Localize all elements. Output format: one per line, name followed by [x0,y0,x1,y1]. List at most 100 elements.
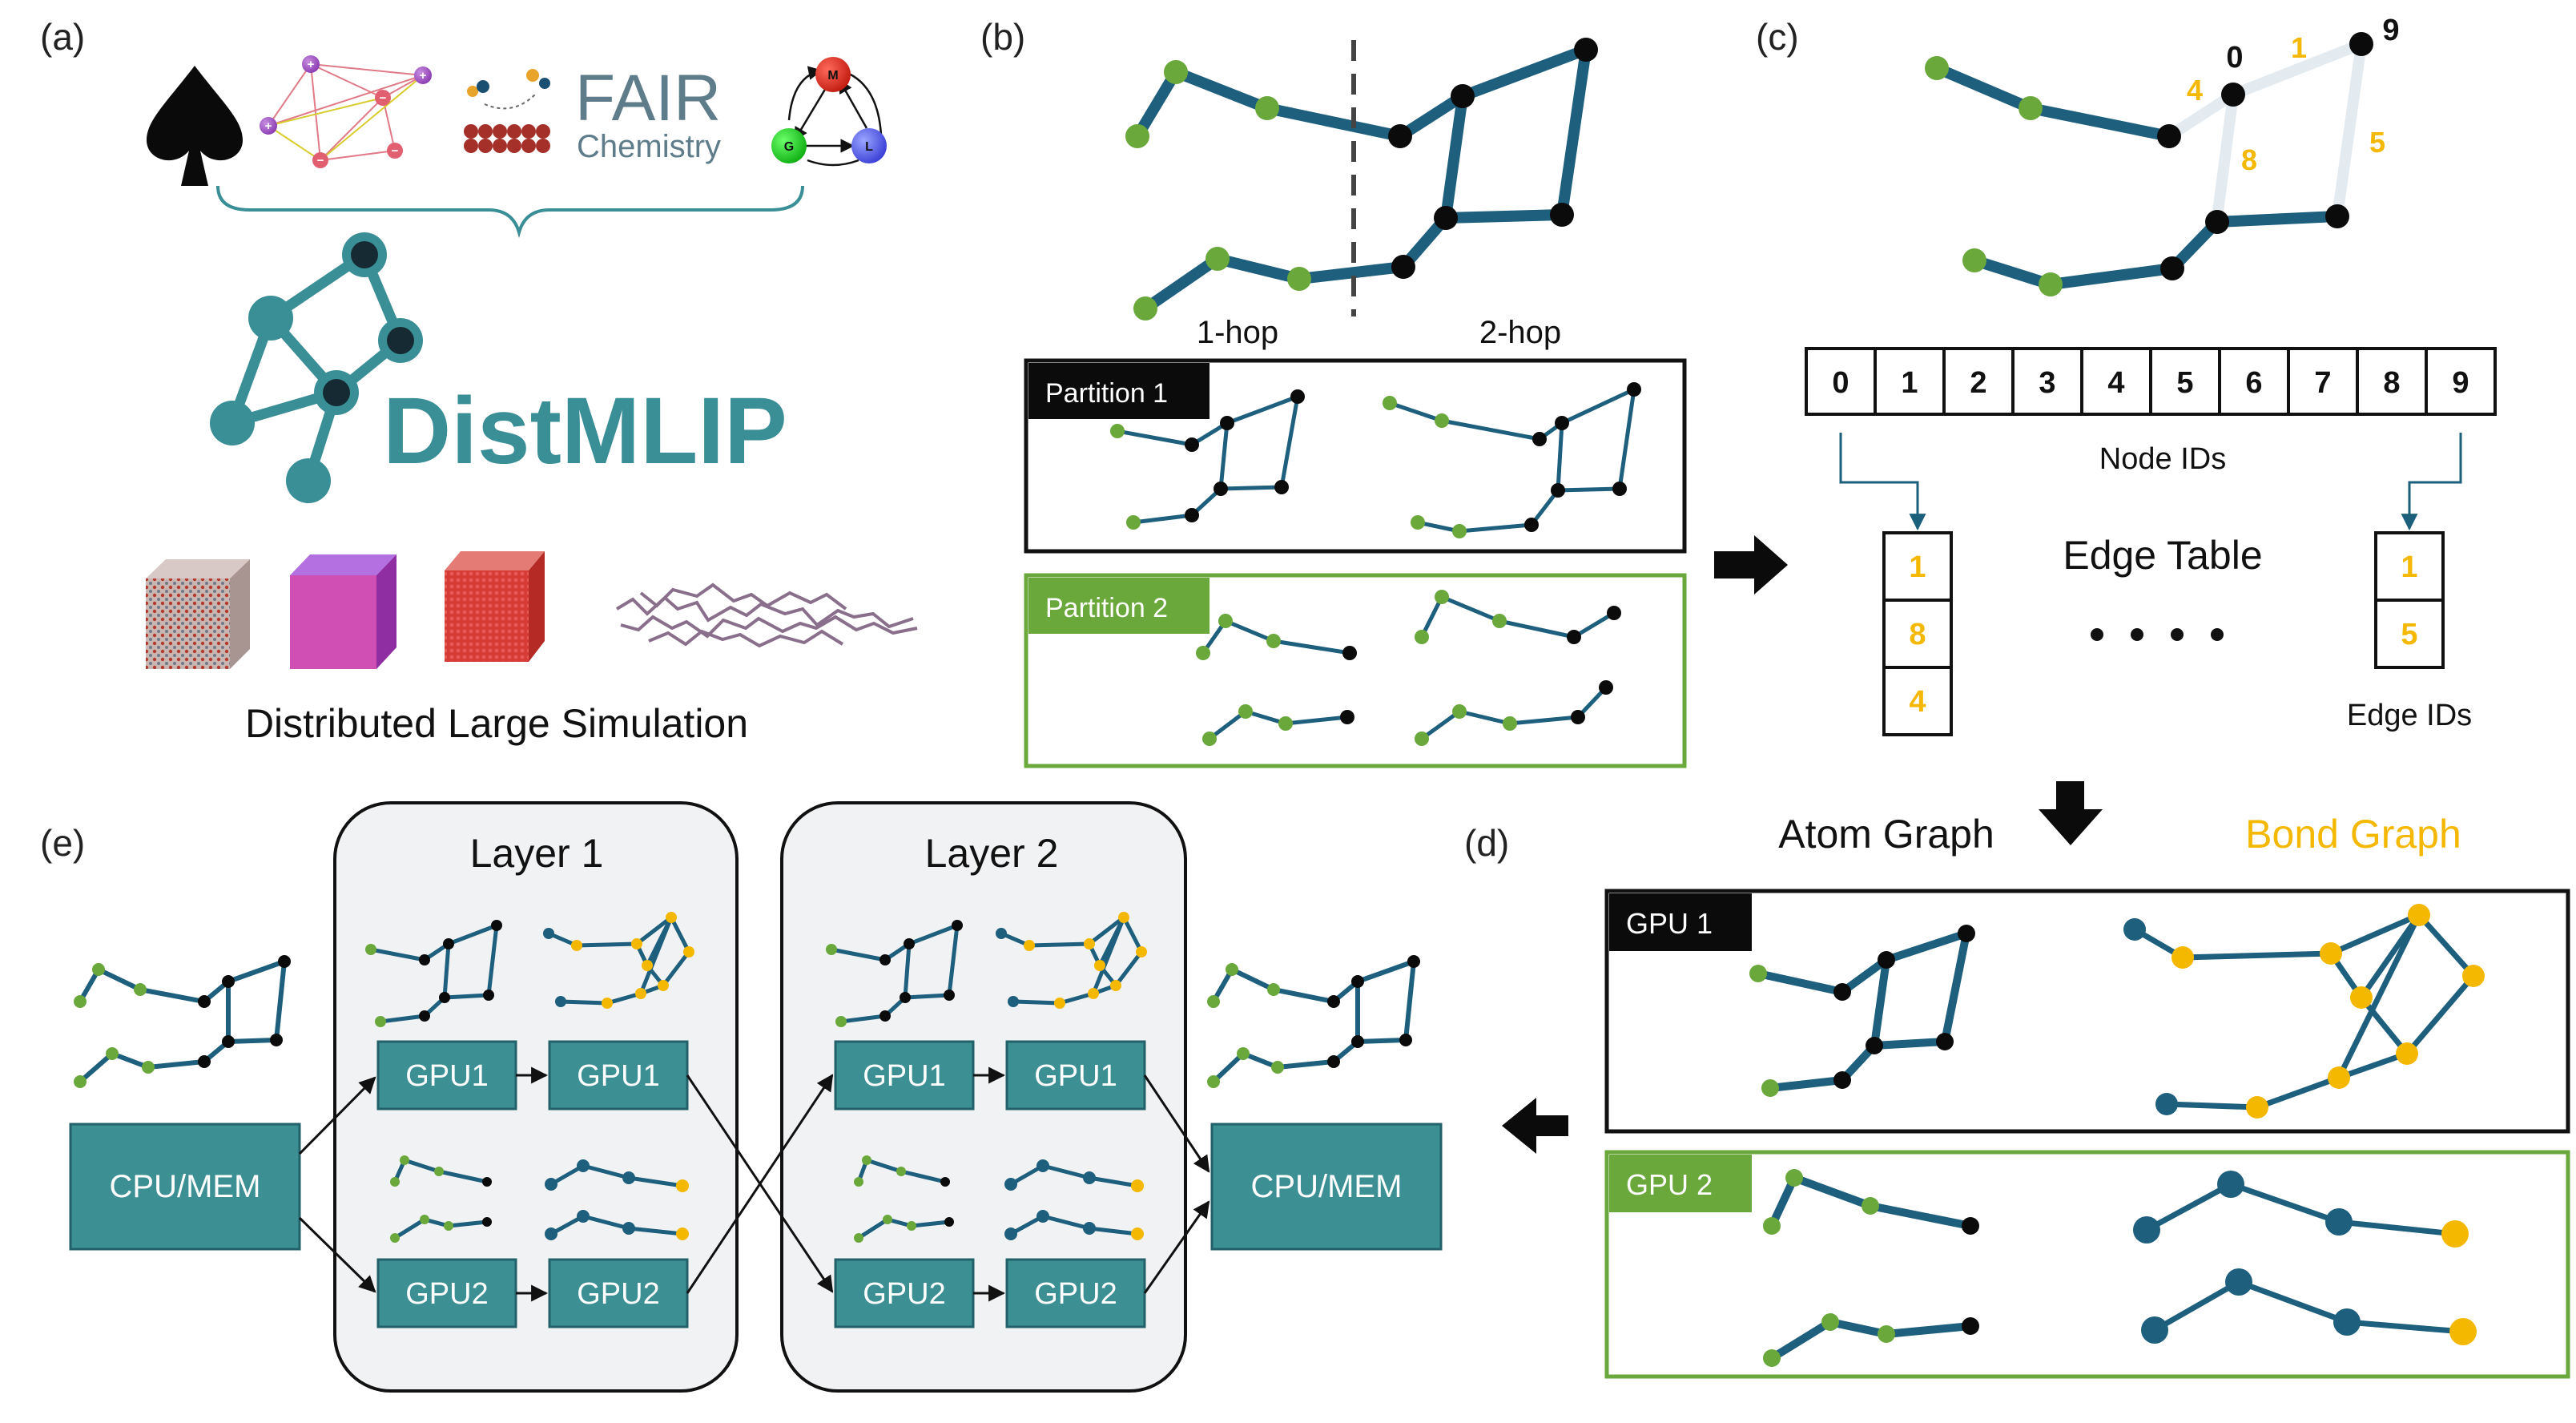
fair-subword: Chemistry [577,129,721,164]
cpu-mem-left: CPU/MEM [69,1123,301,1251]
panel-a: (a) +++ −− [40,16,918,746]
panel-c-label: (c) [1756,16,1799,58]
distributed-large-simulation-caption: Distributed Large Simulation [245,701,748,746]
partition-2-graph-a [1196,614,1357,746]
cpu-mem-left-label: CPU/MEM [110,1169,261,1204]
partition-2-graph-b [1415,590,1621,746]
panel-e-label: (e) [40,822,85,864]
partition-1-label: Partition 1 [1045,378,1168,409]
c-edge-label-4: 4 [2187,74,2203,107]
layer2-gpu1-atom-mini [826,920,963,1027]
arrow-d-to-e [1502,1098,1568,1154]
simulation-cube-crystal [146,559,250,669]
panel-c: (c) 0 9 4 1 8 5 [1756,14,2497,736]
gpu-box-label: GPU1 [405,1059,488,1093]
partition-2-box: Partition 2 [1024,573,1687,768]
gpu-box-label: GPU1 [1034,1059,1117,1093]
gpu2-box: GPU 2 [1604,1150,2570,1379]
input-atom-graph [74,955,291,1088]
charge-network-icon: +++ −−− [260,55,432,168]
layer2-gpu1-atom-box: GPU1 [834,1040,975,1111]
fair-chemistry-logo: FAIR Chemistry [464,62,721,164]
connector-node9 [2401,433,2462,531]
layer1-gpu1-atom-box: GPU1 [376,1040,517,1111]
curly-brace [216,185,804,239]
svg-text:−: − [392,144,399,158]
panel-d-label: (d) [1464,822,1509,864]
cpu-mem-right-label: CPU/MEM [1251,1169,1403,1204]
edge-id-cell: 1 [2401,550,2417,584]
node-id-cell: 5 [2176,366,2193,400]
panel-a-label: (a) [40,16,85,58]
svg-text:−: − [380,91,387,105]
layer1-gpu2-atom-box: GPU2 [376,1258,517,1328]
node-id-cell: 7 [2314,366,2331,400]
panel-b: (b) [980,16,1687,768]
layer1-gpu2-bond-box: GPU2 [548,1258,689,1328]
panel-b-label: (b) [980,16,1025,58]
partition-1-graph-b [1383,382,1641,538]
output-atom-graph [1207,955,1420,1088]
c-node-label-0: 0 [2226,41,2243,75]
layer-2-panel: Layer 2 [780,801,1187,1393]
svg-text:+: + [308,58,315,71]
distmlip-logo-graph [227,249,406,486]
layer-2-label: Layer 2 [925,831,1059,876]
arrow-b-to-c [1714,535,1788,595]
mgl-g: G [784,140,794,154]
edge-list-node9 [2374,531,2445,669]
svg-text:−: − [317,154,324,167]
flow-arrows [298,1066,1210,1302]
layer2-gpu1-bond-mini [996,912,1147,1009]
gpu-box-label: GPU2 [405,1277,488,1311]
node-id-cell: 3 [2039,366,2055,400]
mgl-triangle-icon: M G L [771,57,887,167]
node-id-cell: 1 [1901,366,1918,400]
gpu-box-label: GPU2 [1034,1277,1117,1311]
panel-d: (d) Atom Graph Bond Graph GPU 1 GPU 2 [1464,812,2570,1379]
layer1-gpu2-atom-mini [390,1155,492,1243]
node-id-cell: 4 [2107,366,2124,400]
partition-1-graph-a [1110,389,1305,530]
bond-graph-label: Bond Graph [2245,812,2461,857]
layer2-gpu1-bond-box: GPU1 [1005,1040,1146,1111]
gpu1-bond-graph [2123,904,2485,1119]
edge-id-cell: 4 [1909,685,1926,719]
edge-id-cell: 1 [1909,550,1926,584]
edge-list-node0 [1882,531,1953,736]
c-edge-label-5: 5 [2369,126,2385,159]
node-id-cell: 6 [2245,366,2262,400]
simulation-polymer-chain [615,583,918,648]
b-main-graph [1125,38,1598,320]
simulation-cube-magenta [290,554,396,669]
gpu-box-label: GPU1 [863,1059,945,1093]
hop2-label: 2-hop [1479,315,1561,350]
panel-e: (e) CPU/MEM Layer 1 Layer 2 [40,801,1443,1393]
cpu-mem-right: CPU/MEM [1210,1123,1443,1251]
node-id-cell: 9 [2452,366,2469,400]
gpu2-atom-graph [1763,1169,1979,1367]
hop1-label: 1-hop [1197,315,1278,350]
connector-node0 [1839,433,1926,531]
simulation-cube-red [445,551,545,662]
edge-ids-label: Edge IDs [2347,699,2472,732]
distmlip-logo-text: DistMLIP [383,378,787,484]
c-edge-label-8: 8 [2241,143,2257,176]
distmlip-logo-nodes [210,232,423,503]
c-node-label-9: 9 [2382,14,2399,47]
layer2-gpu2-atom-mini [854,1155,954,1243]
c-edge-label-1: 1 [2291,31,2307,64]
node-id-array [1805,347,2497,416]
gpu1-label: GPU 1 [1626,907,1713,940]
node-id-cell: 0 [1832,366,1849,400]
layer-1-label: Layer 1 [470,831,604,876]
layer1-gpu1-bond-box: GPU1 [548,1040,689,1111]
layer2-gpu2-bond-mini [1004,1159,1144,1240]
node-ids-label: Node IDs [2099,442,2226,476]
gpu-box-label: GPU1 [577,1059,659,1093]
arrow-c-to-d [2039,781,2103,845]
spade-icon [147,66,243,186]
gpu1-atom-graph [1749,925,1975,1097]
edge-id-cell: 8 [1909,618,1926,651]
